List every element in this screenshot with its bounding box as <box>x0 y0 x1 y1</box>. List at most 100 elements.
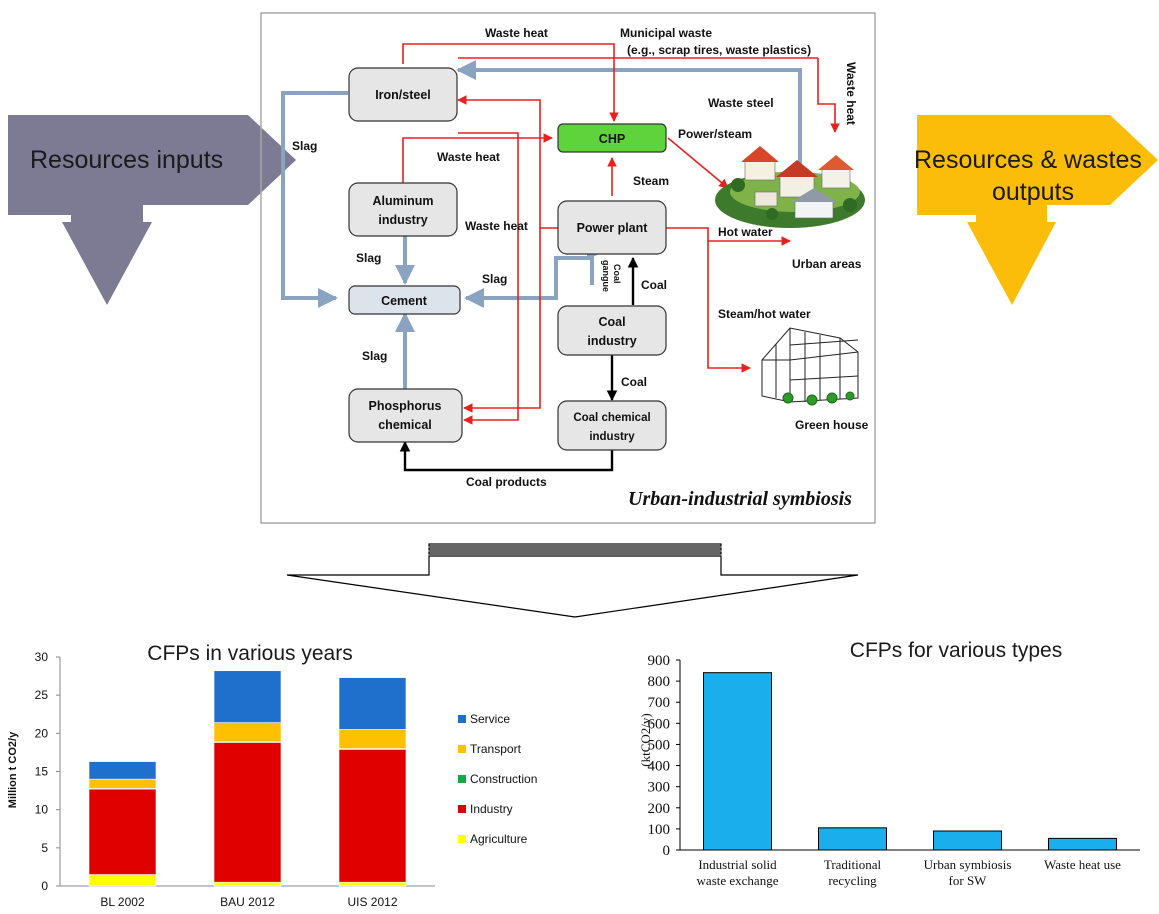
chart2-ytick-label: 100 <box>648 822 671 838</box>
diagram-frame <box>260 12 876 524</box>
chart2-title: CFPs for various types <box>850 639 1062 662</box>
chart1-bar-transport <box>338 729 407 749</box>
chart1-bar-transport <box>213 722 282 743</box>
chart1-bar-industry <box>88 788 157 875</box>
chart1-bar-service <box>88 761 157 780</box>
down-arrow <box>286 543 859 618</box>
resources-outputs-arrow: Resources & wastes outputs <box>914 115 1158 305</box>
resources-inputs-label: Resources inputs <box>30 146 223 174</box>
label-steam: Steam <box>633 174 669 188</box>
label-waste-heat-mid: Waste heat <box>437 150 500 164</box>
chart2-ytick-label: 700 <box>648 695 671 711</box>
chart2-xtick-label: for SW <box>949 873 988 888</box>
node-phosphorus-chemical: Phosphorus chemical <box>348 388 463 443</box>
chart2-ytick-label: 900 <box>648 653 671 669</box>
label-urban-areas: Urban areas <box>792 257 862 271</box>
chart1-ytick-label: 25 <box>35 688 49 702</box>
chart1-legend-swatch <box>458 805 466 813</box>
chart1-bar-transport <box>88 778 157 789</box>
svg-text:industry: industry <box>378 213 427 227</box>
chart1-bar-industry <box>338 749 407 883</box>
label-coal-up: Coal <box>641 278 667 292</box>
chart2-ytick-label: 400 <box>648 759 671 775</box>
diagram-title: Urban-industrial symbiosis <box>628 488 852 510</box>
node-chp: CHP <box>557 123 667 153</box>
chart2-xtick-label: waste exchange <box>697 873 779 888</box>
chart1-legend-label: Transport <box>470 742 522 756</box>
chart2-bar <box>703 672 772 851</box>
chart2-xtick-label: Industrial solid <box>698 857 777 872</box>
label-power-steam: Power/steam <box>678 127 752 141</box>
chart2-ytick-label: 500 <box>648 737 671 753</box>
chart2-bar <box>1048 837 1117 851</box>
chart2-ytick-label: 300 <box>648 780 671 796</box>
waste-heat-flows <box>402 43 840 425</box>
urban-areas-illustration <box>715 146 865 228</box>
chart1-title: CFPs in various years <box>147 642 352 665</box>
svg-text:Coal: Coal <box>598 315 625 329</box>
chart1-bar-industry <box>213 742 282 883</box>
node-coal-chemical-industry: Coal chemical industry <box>557 400 667 451</box>
svg-text:CHP: CHP <box>599 132 625 146</box>
chart2-bar <box>818 827 887 851</box>
svg-text:Power plant: Power plant <box>577 221 649 235</box>
chart1-legend-swatch <box>458 715 466 723</box>
label-waste-heat-vertical: Waste heat <box>844 62 858 125</box>
label-waste-heat-top: Waste heat <box>485 26 548 40</box>
label-municipal-2: (e.g., scrap tires, waste plastics) <box>627 43 811 57</box>
chart1-ytick-label: 0 <box>41 879 48 893</box>
chart2-ytick-label: 200 <box>648 801 671 817</box>
chart2-xtick-label: Waste heat use <box>1044 857 1121 872</box>
label-coal-gangue-2: gangue <box>601 260 611 292</box>
chart1-xtick-label: BL 2002 <box>100 895 145 909</box>
coal-flows <box>399 256 639 472</box>
chart1-ylabel: Million t CO2/y <box>7 731 19 808</box>
label-coal-gangue-1: Coal <box>612 264 622 284</box>
chart1-bar-agriculture <box>88 874 157 887</box>
node-aluminum-industry: Aluminum industry <box>348 182 458 237</box>
chart1-ytick-label: 5 <box>41 841 48 855</box>
chart1-bar-service <box>213 670 282 723</box>
chart1-bar-service <box>338 677 407 730</box>
chart1-legend-label: Construction <box>470 772 537 786</box>
chart1-ytick-label: 10 <box>35 803 49 817</box>
chart1-legend-label: Agriculture <box>470 832 528 846</box>
chart1-legend-label: Industry <box>470 802 513 816</box>
svg-text:Iron/steel: Iron/steel <box>375 88 431 102</box>
chart1-legend-label: Service <box>470 712 510 726</box>
label-slag-phos: Slag <box>362 349 387 363</box>
chart1-legend-swatch <box>458 775 466 783</box>
node-power-plant: Power plant <box>557 200 667 255</box>
svg-text:Phosphorus: Phosphorus <box>369 399 442 413</box>
label-hot-water: Hot water <box>718 225 773 239</box>
chart1-legend-swatch <box>458 745 466 753</box>
label-coal-products: Coal products <box>466 475 547 489</box>
chart-cfps-years: CFPs in various years Million t CO2/y 0 5… <box>7 642 537 909</box>
chart1-ytick-label: 20 <box>35 726 49 740</box>
label-green-house: Green house <box>795 418 869 432</box>
chart1-ytick-label: 15 <box>35 765 49 779</box>
node-coal-industry: Coal industry <box>557 305 667 356</box>
chart2-ylabel: (ktCO2/y) <box>638 713 653 766</box>
chart2-ytick-label: 0 <box>663 843 671 859</box>
green-house-illustration <box>761 327 859 406</box>
label-waste-steel: Waste steel <box>708 96 774 110</box>
chart-cfps-types: CFPs for various types (ktCO2/y) 0 100 200… <box>638 639 1140 888</box>
chart1-bar-agriculture <box>338 881 407 887</box>
label-slag-mid: Slag <box>482 272 507 286</box>
chart2-ytick-label: 800 <box>648 674 671 690</box>
chart1-ytick-label: 30 <box>35 650 49 664</box>
label-slag-alu: Slag <box>356 251 381 265</box>
chart2-ytick-label: 600 <box>648 716 671 732</box>
chart2-xtick-label: Urban symbiosis <box>924 857 1012 872</box>
svg-text:industry: industry <box>589 431 635 443</box>
resources-inputs-arrow: Resources inputs <box>8 115 296 305</box>
chart1-legend-swatch <box>458 835 466 843</box>
resources-outputs-label-2: outputs <box>992 178 1074 206</box>
label-coal-down: Coal <box>621 375 647 389</box>
chart2-bar <box>933 830 1002 851</box>
svg-text:industry: industry <box>587 334 636 348</box>
node-cement: Cement <box>348 285 461 315</box>
chart2-xtick-label: Traditional <box>824 857 882 872</box>
flow-labels: Waste heat Municipal waste (e.g., scrap … <box>292 26 869 510</box>
